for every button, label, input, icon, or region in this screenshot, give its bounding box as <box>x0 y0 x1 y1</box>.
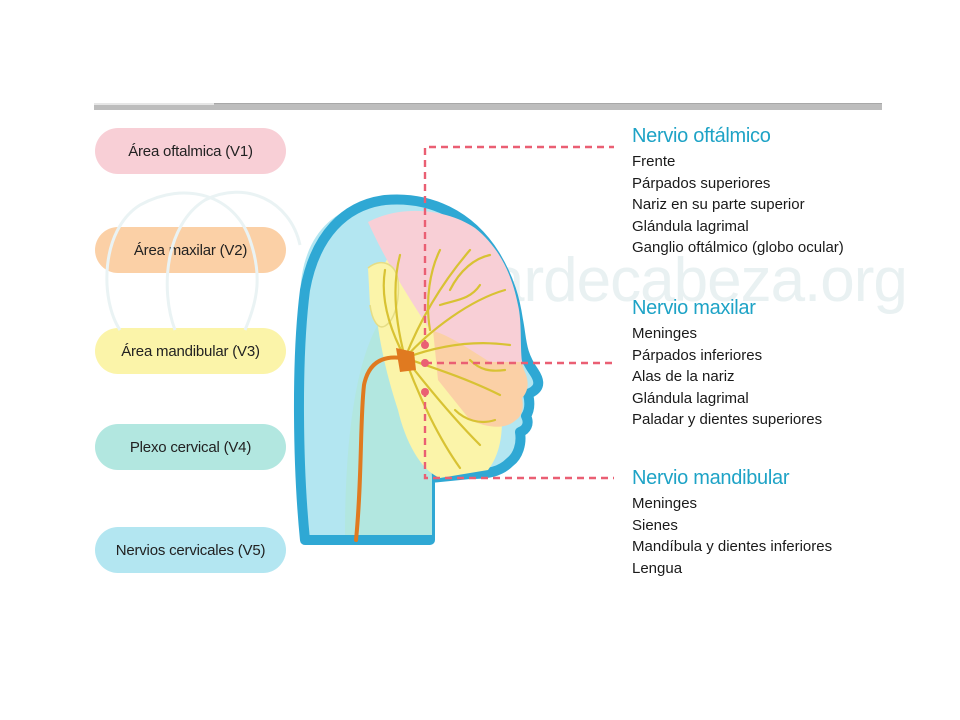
legend-label-ophthalmic: Área oftalmica (V1) <box>128 142 253 160</box>
list-item: Frente <box>632 153 676 170</box>
list-item: Sienes <box>632 516 678 534</box>
legend-pill-mandibular: Área mandibular (V3) <box>95 328 286 374</box>
list-item: Meninges <box>632 495 698 512</box>
list-item: Párpados superiores <box>632 174 771 192</box>
list-item: Nariz en su parte superior <box>632 196 805 214</box>
legend-label-cervical-nerves: Nervios cervicales (V5) <box>115 541 266 559</box>
legend-pill-ophthalmic: Área oftalmica (V1) <box>95 128 286 174</box>
list-item: Meninges <box>632 325 698 342</box>
title-ophthalmic-nerve: Nervio oftálmico <box>632 125 771 147</box>
legend-label-cervical-plexus: Plexo cervical (V4) <box>129 438 252 456</box>
list-item: Glándula lagrimal <box>632 217 749 235</box>
list-item: Glándula lagrimal <box>632 389 749 407</box>
legend-pill-cervical-nerves: Nervios cervicales (V5) <box>95 527 286 573</box>
list-item: Párpados inferiores <box>632 346 763 364</box>
top-divider <box>94 103 882 110</box>
ophthalmic-region <box>368 210 522 362</box>
list-item: Mandíbula y dientes inferiores <box>632 538 833 556</box>
connector-lines <box>423 145 614 480</box>
list-ophthalmic-nerve: Frente Párpados superiores Nariz en su p… <box>632 151 844 259</box>
list-item: Ganglio oftálmico (globo ocular) <box>632 239 844 257</box>
trigeminal-nerve-trunk <box>354 355 404 542</box>
list-item: Alas de la nariz <box>632 368 735 386</box>
list-item: Paladar y dientes superiores <box>632 411 823 429</box>
watermark-heads-icon <box>105 190 302 331</box>
top-divider-highlight <box>94 103 214 105</box>
title-maxillary-nerve: Nervio maxilar <box>632 297 756 319</box>
title-mandibular-nerve: Nervio mandibular <box>632 467 790 489</box>
nerve-branches <box>382 248 512 470</box>
list-mandibular-nerve: Meninges Sienes Mandíbula y dientes infe… <box>632 493 832 579</box>
connector-dots <box>421 341 429 396</box>
legend-label-mandibular: Área mandibular (V3) <box>121 342 260 360</box>
legend-pill-cervical-plexus: Plexo cervical (V4) <box>95 424 286 470</box>
list-item: Lengua <box>632 559 683 577</box>
legend-label-maxillary: Área maxilar (V2) <box>133 241 248 259</box>
trigeminal-ganglion <box>396 348 416 372</box>
list-maxillary-nerve: Meninges Párpados inferiores Alas de la … <box>632 323 822 431</box>
